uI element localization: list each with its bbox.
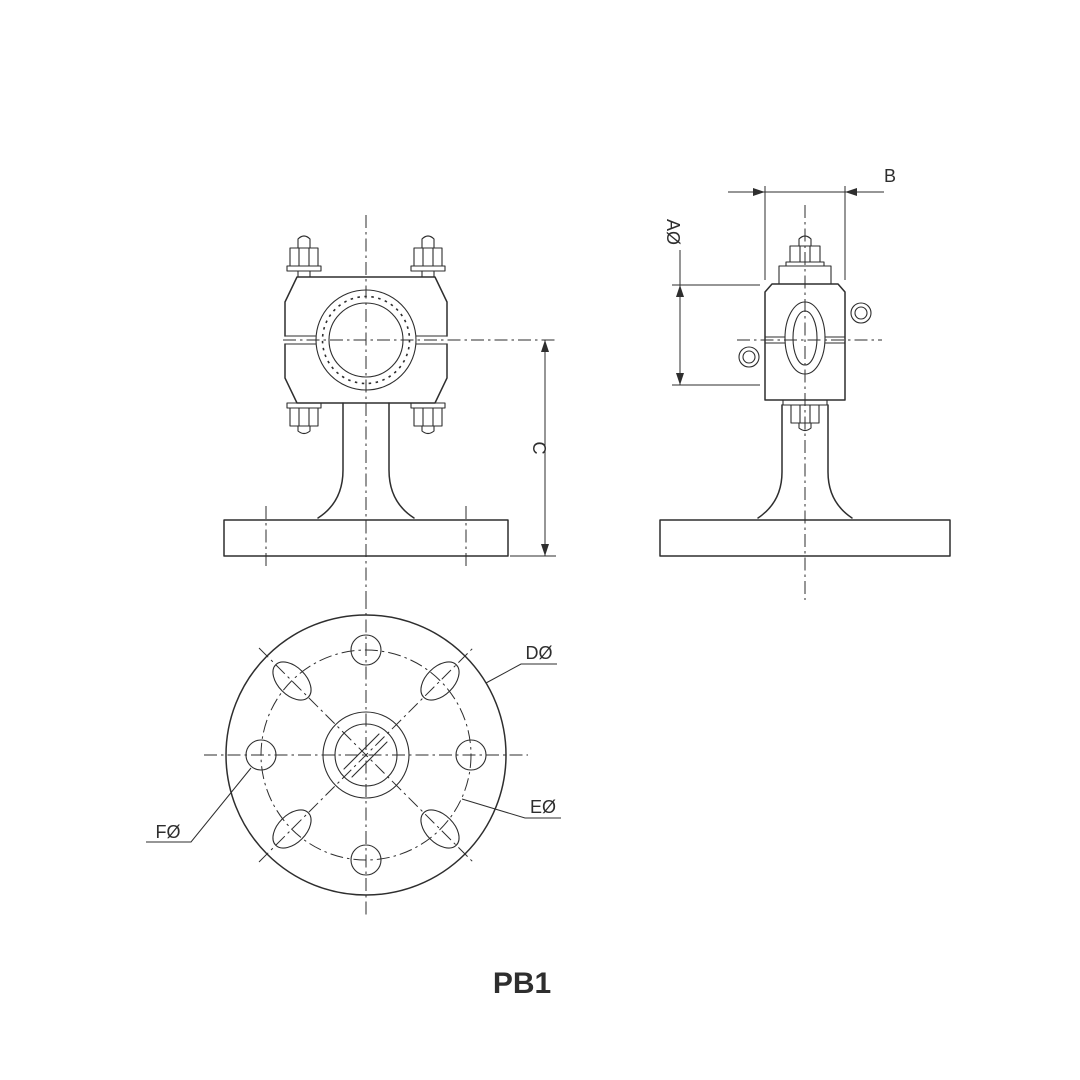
washer bbox=[286, 265, 322, 272]
hex-nut bbox=[790, 404, 820, 424]
stud-end bbox=[297, 425, 311, 435]
leader-e: EØ bbox=[461, 797, 561, 819]
dim-c-label: C bbox=[529, 442, 549, 455]
clamp-lower-half bbox=[284, 343, 448, 404]
side-bolt-top bbox=[785, 235, 825, 267]
nut-facets bbox=[422, 247, 434, 267]
clamp-split-gap bbox=[285, 335, 447, 345]
bore-outer-circle bbox=[315, 289, 417, 391]
bolt-circle bbox=[260, 649, 472, 861]
swing-ring-right bbox=[850, 302, 872, 324]
clamp-bolt-bottom-right bbox=[410, 402, 446, 435]
bolt-hole-top bbox=[350, 634, 382, 666]
arrowhead bbox=[845, 188, 857, 196]
ring-outer bbox=[850, 302, 872, 324]
bore-oval-outer bbox=[784, 301, 826, 375]
dimension-a: AØ bbox=[663, 219, 760, 386]
washer bbox=[410, 265, 446, 272]
extension-lines bbox=[672, 284, 760, 386]
plan-diagonal-centerline-se bbox=[258, 647, 474, 863]
leader-f: FØ bbox=[146, 767, 252, 843]
dia-f-label: FØ bbox=[156, 822, 181, 842]
hex-nut bbox=[289, 407, 319, 427]
plan-view bbox=[204, 596, 528, 916]
stud-end bbox=[798, 422, 812, 432]
bolt-hole-bottom bbox=[350, 844, 382, 876]
dim-b-label: B bbox=[884, 166, 896, 186]
arrowhead bbox=[676, 373, 684, 385]
nut-facets bbox=[298, 247, 310, 267]
base-hole-centerlines bbox=[265, 506, 467, 568]
clamp-body bbox=[764, 283, 846, 401]
leader-line bbox=[461, 798, 561, 819]
flange-outer-circle bbox=[225, 614, 507, 896]
stud-end bbox=[421, 235, 435, 249]
leader-line bbox=[146, 767, 252, 843]
arrowhead bbox=[541, 340, 549, 352]
clamp-bolt-top-right bbox=[410, 235, 446, 278]
arrowhead bbox=[753, 188, 765, 196]
bore-oval-inner bbox=[792, 310, 818, 366]
nut-facets bbox=[799, 245, 811, 263]
stud-end bbox=[798, 235, 812, 247]
hex-nut bbox=[413, 407, 443, 427]
nut-facets bbox=[422, 407, 434, 427]
clamp-bolt-top-left bbox=[286, 235, 322, 278]
hub-outer-circle bbox=[322, 711, 410, 799]
swing-ring-left bbox=[738, 346, 760, 368]
drawing-title: PB1 bbox=[493, 967, 551, 1000]
stud-shank bbox=[297, 270, 311, 278]
bolt-hole-right bbox=[455, 739, 487, 771]
dia-e-label: EØ bbox=[530, 797, 556, 817]
slot-hole-nw bbox=[272, 661, 312, 701]
base-flange bbox=[223, 519, 509, 557]
dim-a-label: AØ bbox=[663, 219, 683, 245]
stud-end bbox=[297, 235, 311, 249]
ring-inner bbox=[742, 350, 756, 364]
stud-end bbox=[421, 425, 435, 435]
pedestal-column bbox=[757, 404, 853, 519]
clamp-upper-half bbox=[284, 276, 448, 337]
bore-inner-circle bbox=[328, 302, 404, 378]
ring-inner bbox=[854, 306, 868, 320]
slot-hole-sw bbox=[272, 809, 312, 849]
arrowhead bbox=[676, 285, 684, 297]
slot-hole-ne bbox=[420, 661, 460, 701]
nut-facets bbox=[799, 404, 811, 424]
bolt-hole-left bbox=[245, 739, 277, 771]
arrowhead bbox=[541, 544, 549, 556]
leader-d: DØ bbox=[485, 643, 557, 684]
bore-serration-circle bbox=[321, 295, 411, 385]
hub-bore-circle bbox=[334, 723, 398, 787]
side-bolt-bottom bbox=[782, 399, 828, 432]
slot-hole-se bbox=[420, 809, 460, 849]
front-view bbox=[223, 215, 556, 600]
clamp-split-gap bbox=[764, 336, 846, 344]
nut-facets bbox=[298, 407, 310, 427]
side-view bbox=[659, 205, 951, 600]
stud-shank bbox=[421, 270, 435, 278]
dia-d-label: DØ bbox=[526, 643, 553, 663]
leader-line bbox=[485, 663, 557, 684]
hex-nut bbox=[289, 247, 319, 267]
dimension-c: C bbox=[510, 340, 556, 557]
clamp-bolt-bottom-left bbox=[286, 402, 322, 435]
dimension-b: B bbox=[728, 166, 896, 280]
hex-nut bbox=[413, 247, 443, 267]
hub-thread-marks bbox=[343, 733, 388, 778]
pedestal-column bbox=[317, 402, 415, 519]
extension-lines bbox=[764, 186, 846, 280]
ring-outer bbox=[738, 346, 760, 368]
base-flange bbox=[659, 519, 951, 557]
